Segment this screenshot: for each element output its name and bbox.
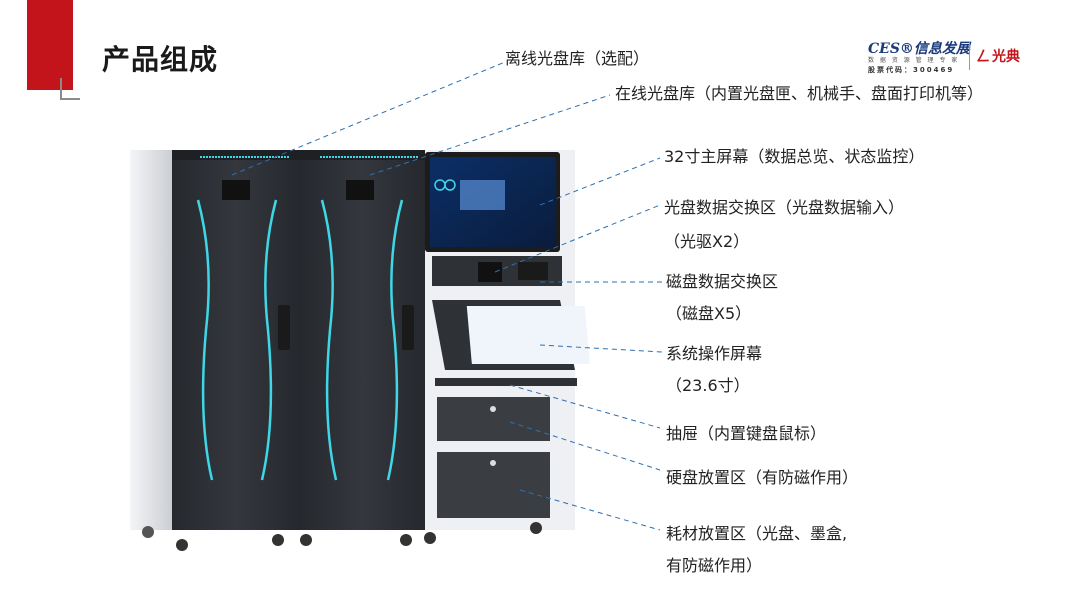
- label-consumable-area-sub: 有防磁作用）: [666, 556, 763, 575]
- console-unit: [424, 150, 590, 544]
- label-disc-exchange-sub: （光驱X2）: [664, 232, 750, 251]
- guangdian-mark-icon: ㄥ: [976, 49, 990, 65]
- guangdian-brand: 光典: [992, 49, 1020, 65]
- label-hdd-area: 硬盘放置区（有防磁作用）: [666, 468, 859, 487]
- disc-tray: [478, 262, 502, 282]
- guangdian-logo: ㄥ光典: [976, 46, 1020, 66]
- leader-drawer: [509, 384, 661, 429]
- label-drawer: 抽屉（内置键盘鼠标）: [666, 424, 827, 443]
- offline-cabinet: [130, 150, 300, 551]
- corner-frame-decoration: [60, 78, 80, 100]
- label-disc-exchange: 光盘数据交换区（光盘数据输入）: [664, 198, 905, 217]
- logo-area: CES®信息发展 数 据 资 源 管 理 专 家 股票代码：300469 ㄥ光典: [868, 38, 1048, 78]
- accent-red-block: [27, 0, 73, 90]
- stock-code: 股票代码：300469: [868, 66, 955, 74]
- online-cabinet: [300, 150, 425, 546]
- drawer-1: [437, 397, 550, 441]
- leader-lines: [231, 61, 663, 531]
- label-disk-exchange: 磁盘数据交换区: [666, 272, 779, 291]
- page-title: 产品组成: [102, 43, 219, 76]
- label-operation-screen: 系统操作屏幕: [666, 344, 763, 363]
- operation-screen: [466, 306, 590, 364]
- label-disk-exchange-sub: （磁盘X5）: [666, 304, 752, 323]
- label-offline-library: 离线光盘库（选配）: [505, 49, 650, 68]
- label-consumable-area: 耗材放置区（光盘、墨盒,: [666, 524, 848, 543]
- leader-online: [369, 94, 611, 176]
- leader-op-screen: [539, 344, 663, 353]
- logo-divider: [969, 42, 970, 70]
- label-operation-screen-sub: （23.6寸）: [666, 376, 750, 395]
- label-main-screen: 32寸主屏幕（数据总览、状态监控）: [664, 147, 925, 166]
- leader-offline: [231, 61, 506, 176]
- ces-slogan: 数 据 资 源 管 理 专 家: [868, 57, 960, 64]
- leader-consumable: [519, 489, 661, 531]
- leader-disc: [494, 204, 661, 273]
- label-online-library: 在线光盘库（内置光盘匣、机械手、盘面打印机等）: [615, 84, 984, 103]
- ces-logo: CES®信息发展: [868, 41, 970, 57]
- leader-main-screen: [539, 157, 661, 206]
